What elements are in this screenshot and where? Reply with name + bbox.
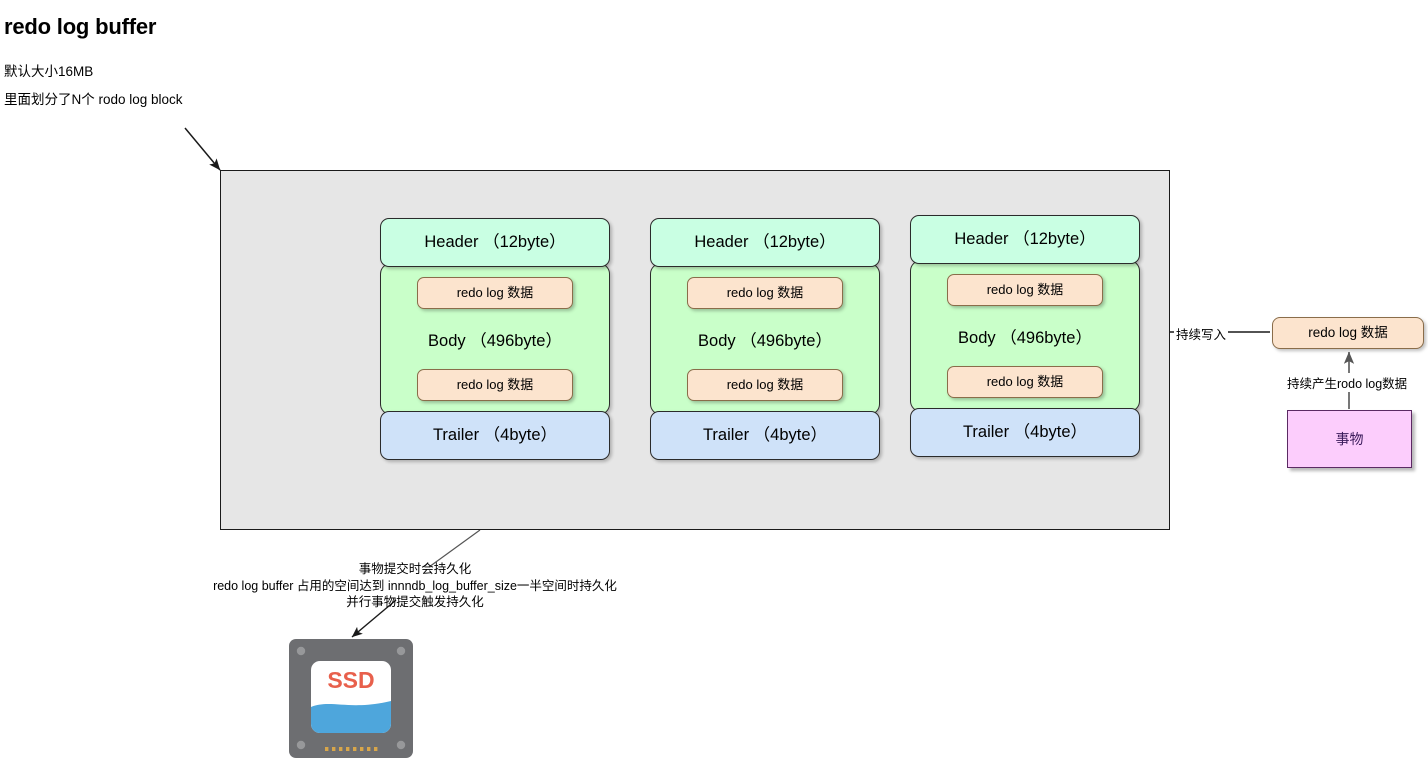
redo-log-data-chip: redo log 数据	[417, 277, 573, 309]
redo-log-data-chip: redo log 数据	[947, 274, 1103, 306]
page-title: redo log buffer	[4, 14, 157, 39]
block-body: redo log 数据 Body （496byte） redo log 数据	[910, 260, 1140, 412]
redo-log-data-chip: redo log 数据	[687, 277, 843, 309]
block-body: redo log 数据 Body （496byte） redo log 数据	[650, 263, 880, 415]
block-trailer: Trailer （4byte）	[910, 408, 1140, 457]
ssd-label: SSD	[327, 667, 374, 693]
persistence-note-line: 并行事物提交触发持久化	[346, 595, 484, 609]
persistence-notes: 事物提交时会持久化 redo log buffer 占用的空间达到 innndb…	[200, 561, 630, 611]
incoming-redo-log-data-box[interactable]: redo log 数据	[1272, 317, 1424, 349]
block-body-label: Body （496byte）	[698, 332, 832, 350]
persistence-note-line: 事物提交时会持久化	[358, 562, 472, 576]
note-block-division: 里面划分了N个 rodo log block	[4, 92, 183, 107]
block-trailer: Trailer （4byte）	[380, 411, 610, 460]
block-body-label: Body （496byte）	[428, 332, 562, 350]
arrow-note-to-buffer	[184, 127, 221, 171]
block-header: Header （12byte）	[650, 218, 880, 267]
redo-log-block[interactable]: Header （12byte） redo log 数据 Body （496byt…	[910, 215, 1140, 457]
block-trailer: Trailer （4byte）	[650, 411, 880, 460]
block-header: Header （12byte）	[380, 218, 610, 267]
redo-log-block[interactable]: Header （12byte） redo log 数据 Body （496byt…	[380, 218, 610, 460]
redo-log-block[interactable]: Header （12byte） redo log 数据 Body （496byt…	[650, 218, 880, 460]
transaction-box[interactable]: 事物	[1287, 410, 1412, 468]
block-header: Header （12byte）	[910, 215, 1140, 264]
edge-label-continuous-write: 持续写入	[1174, 324, 1229, 343]
redo-log-data-chip: redo log 数据	[687, 369, 843, 401]
redo-log-data-chip: redo log 数据	[947, 366, 1103, 398]
ssd-icon: SSD	[289, 639, 413, 758]
persistence-note-line: redo log buffer 占用的空间达到 innndb_log_buffe…	[213, 578, 617, 593]
redo-log-data-chip: redo log 数据	[417, 369, 573, 401]
block-body-label: Body （496byte）	[958, 329, 1092, 347]
note-default-size: 默认大小16MB	[4, 64, 94, 79]
block-body: redo log 数据 Body （496byte） redo log 数据	[380, 263, 610, 415]
edge-label-continuous-produce: 持续产生rodo log数据	[1285, 373, 1410, 392]
